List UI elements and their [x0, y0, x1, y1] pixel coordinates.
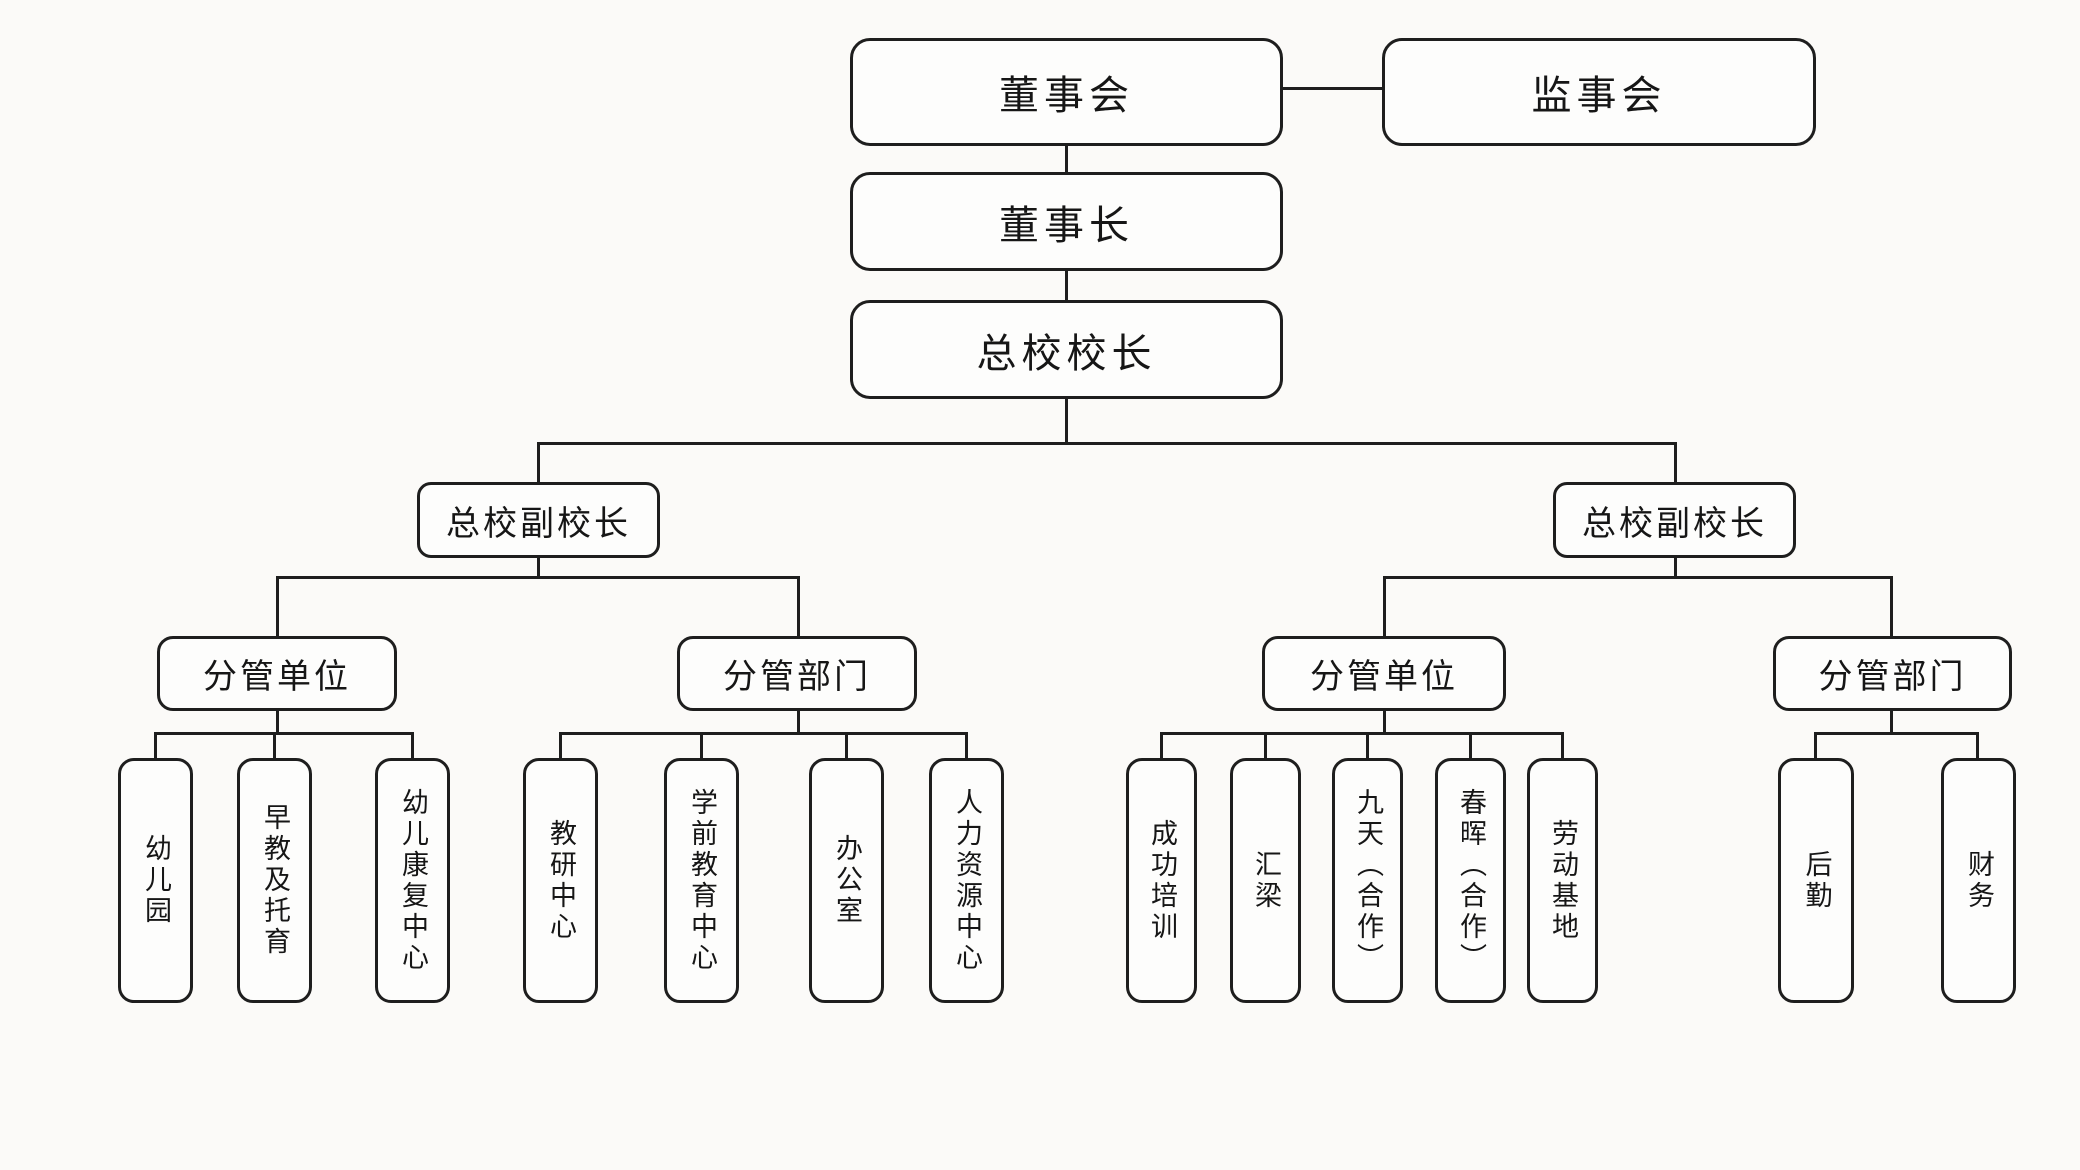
connector-units-right-split	[1160, 732, 1564, 735]
connector-top-split	[537, 442, 1677, 445]
connector-stub-finance	[1976, 732, 1979, 758]
connector-vp-right-drop	[1674, 558, 1677, 579]
connector-stub-departments-right	[1890, 576, 1893, 636]
node-chunhui-cooperation: 春晖（合作）	[1435, 758, 1506, 1003]
connector-stub-hr-center	[965, 732, 968, 758]
node-jiutian-cooperation: 九天（合作）	[1332, 758, 1403, 1003]
connector-right-mid-split	[1383, 576, 1893, 579]
connector-board-supervisory	[1281, 87, 1382, 90]
connector-stub-labor-base	[1561, 732, 1564, 758]
node-units-right: 分管单位	[1262, 636, 1506, 711]
node-preschool-education-center: 学前教育中心	[664, 758, 739, 1003]
connector-departments-left-drop	[797, 711, 800, 734]
connector-stub-teaching-research	[559, 732, 562, 758]
connector-stub-office	[845, 732, 848, 758]
connector-stub-jiutian	[1366, 732, 1369, 758]
node-board: 董事会	[850, 38, 1283, 146]
connector-stub-vp-left	[537, 442, 540, 482]
node-vice-principal-right: 总校副校长	[1553, 482, 1796, 558]
connector-stub-units-right	[1383, 576, 1386, 636]
node-finance: 财务	[1941, 758, 2016, 1003]
node-supervisory-board: 监事会	[1382, 38, 1816, 146]
node-huiliang: 汇梁	[1230, 758, 1301, 1003]
connector-stub-departments-left	[797, 576, 800, 636]
node-departments-left: 分管部门	[677, 636, 917, 711]
connector-stub-chenggong	[1160, 732, 1163, 758]
node-chenggong-training: 成功培训	[1126, 758, 1197, 1003]
connector-stub-logistics	[1814, 732, 1817, 758]
node-head-principal: 总校校长	[850, 300, 1283, 399]
connector-chairman-principal	[1065, 270, 1068, 301]
connector-departments-left-split	[559, 732, 968, 735]
node-logistics: 后勤	[1778, 758, 1854, 1003]
node-chairman: 董事长	[850, 172, 1283, 271]
node-early-education-childcare: 早教及托育	[237, 758, 312, 1003]
node-units-left: 分管单位	[157, 636, 397, 711]
node-hr-center: 人力资源中心	[929, 758, 1004, 1003]
node-vice-principal-left: 总校副校长	[417, 482, 660, 558]
connector-units-left-drop	[276, 711, 279, 734]
connector-stub-preschool-education	[700, 732, 703, 758]
node-kindergarten: 幼儿园	[118, 758, 193, 1003]
connector-board-chairman	[1065, 145, 1068, 173]
connector-left-mid-split	[276, 576, 800, 579]
node-departments-right: 分管部门	[1773, 636, 2012, 711]
connector-departments-right-split	[1814, 732, 1979, 735]
connector-stub-vp-right	[1674, 442, 1677, 482]
node-child-rehab-center: 幼儿康复中心	[375, 758, 450, 1003]
connector-principal-drop	[1065, 398, 1068, 444]
connector-stub-kindergarten	[154, 732, 157, 758]
connector-stub-chunhui	[1469, 732, 1472, 758]
connector-stub-early-education	[273, 732, 276, 758]
connector-units-right-drop	[1383, 711, 1386, 734]
node-labor-base: 劳动基地	[1527, 758, 1598, 1003]
connector-stub-child-rehab	[411, 732, 414, 758]
connector-units-left-split	[154, 732, 414, 735]
connector-departments-right-drop	[1890, 711, 1893, 734]
connector-stub-units-left	[276, 576, 279, 636]
connector-stub-huiliang	[1264, 732, 1267, 758]
connector-vp-left-drop	[537, 558, 540, 579]
node-office: 办公室	[809, 758, 884, 1003]
node-teaching-research-center: 教研中心	[523, 758, 598, 1003]
